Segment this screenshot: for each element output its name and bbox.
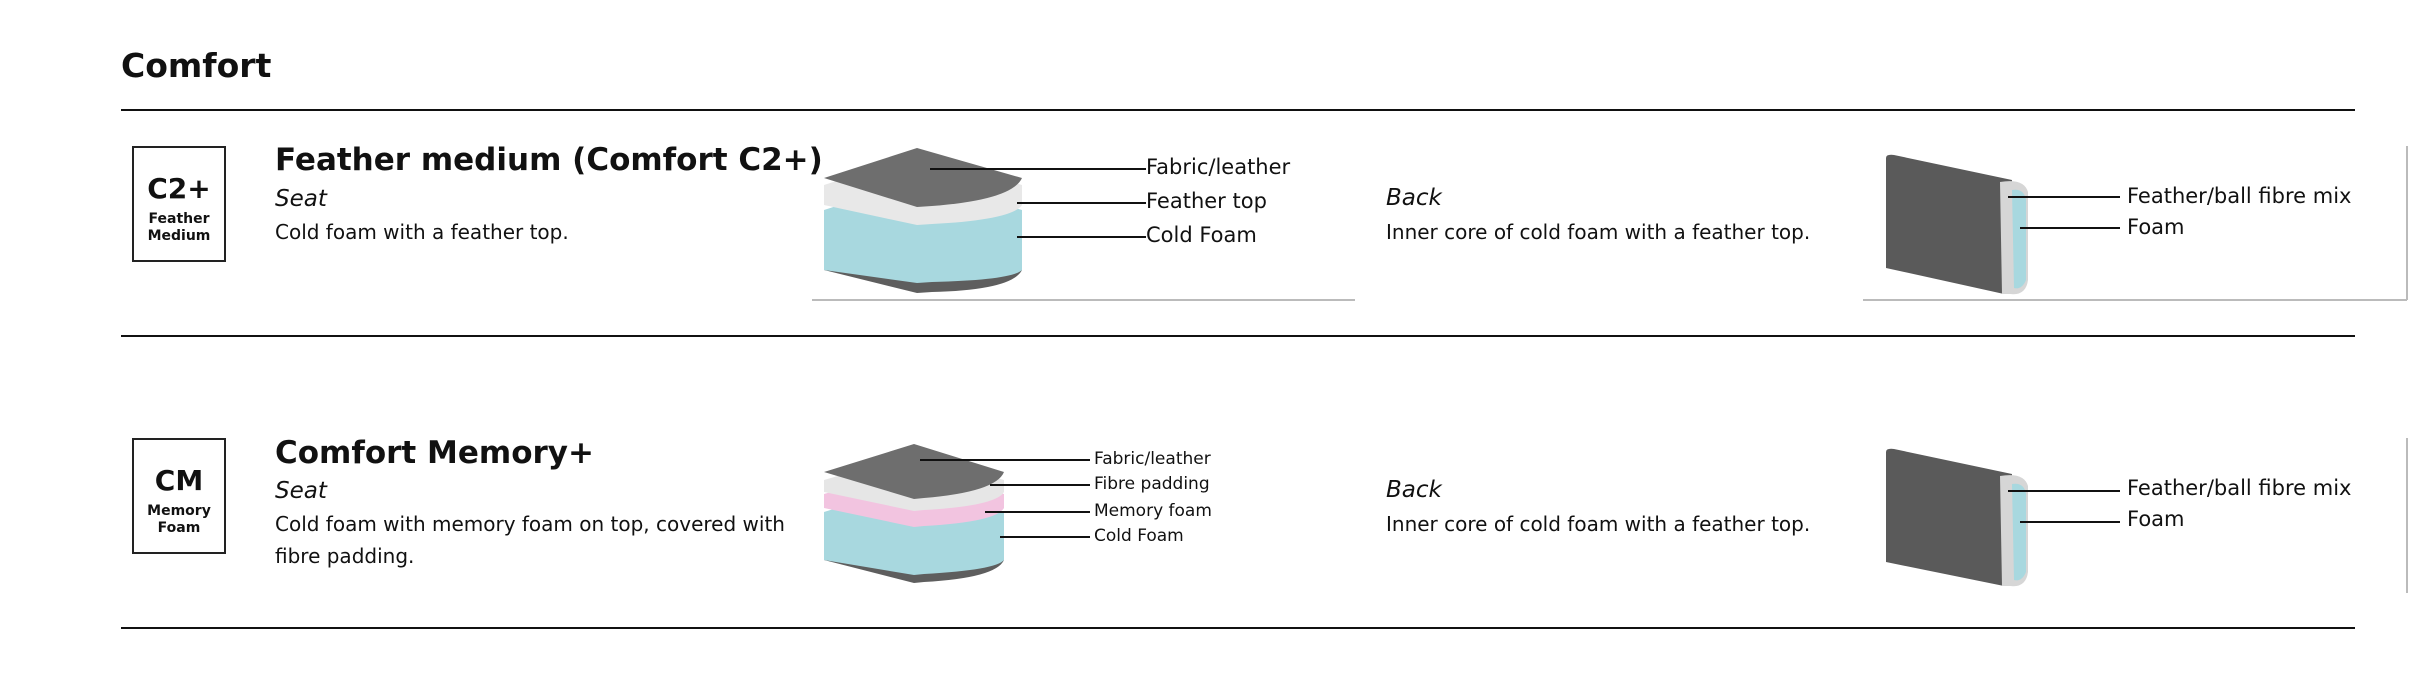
layer-label: Cold Foam	[1094, 526, 1184, 546]
layer-label: Fabric/leather	[1146, 155, 1291, 179]
badge-sub: Memory	[147, 503, 211, 519]
back-description: Inner core of cold foam with a feather t…	[1386, 220, 1811, 244]
back-label: Back	[1386, 185, 1442, 211]
seat-description: fibre padding.	[275, 544, 415, 568]
seat-description: Cold foam with a feather top.	[275, 220, 569, 244]
back-label: Back	[1386, 477, 1442, 503]
divider	[121, 627, 2355, 629]
section-title: Comfort	[121, 46, 272, 85]
badge-code: CM	[154, 464, 204, 497]
badge-sub: Foam	[157, 520, 201, 536]
layer-label: Fabric/leather	[1094, 449, 1211, 469]
layer-label: Fibre padding	[1094, 474, 1210, 494]
layer-label: Foam	[2127, 507, 2185, 531]
back-description: Inner core of cold foam with a feather t…	[1386, 512, 1811, 536]
seat-layers-illustration	[812, 148, 1355, 301]
layer-label: Foam	[2127, 215, 2185, 239]
layer-label: Feather/ball fibre mix	[2127, 184, 2352, 208]
row-title: Comfort Memory+	[275, 435, 594, 471]
layer-label: Feather top	[1146, 189, 1267, 213]
divider	[121, 109, 2355, 111]
row-title: Feather medium (Comfort C2+)	[275, 142, 823, 178]
seat-layers-illustration	[824, 444, 1090, 583]
badge-code: C2+	[147, 172, 211, 205]
seat-label: Seat	[275, 478, 327, 504]
badge-sub: Medium	[147, 228, 211, 244]
back-cushion-illustration	[1886, 438, 2408, 593]
layer-label: Cold Foam	[1146, 223, 1257, 247]
divider	[121, 335, 2355, 337]
layer-label: Memory foam	[1094, 501, 1212, 521]
seat-label: Seat	[275, 186, 327, 212]
back-cushion-illustration	[1863, 146, 2408, 301]
badge-sub: Feather	[148, 211, 210, 227]
comfort-badge-c2: C2+ Feather Medium	[132, 146, 226, 262]
layer-label: Feather/ball fibre mix	[2127, 476, 2352, 500]
seat-description: Cold foam with memory foam on top, cover…	[275, 512, 785, 536]
comfort-badge-cm: CM Memory Foam	[132, 438, 226, 554]
